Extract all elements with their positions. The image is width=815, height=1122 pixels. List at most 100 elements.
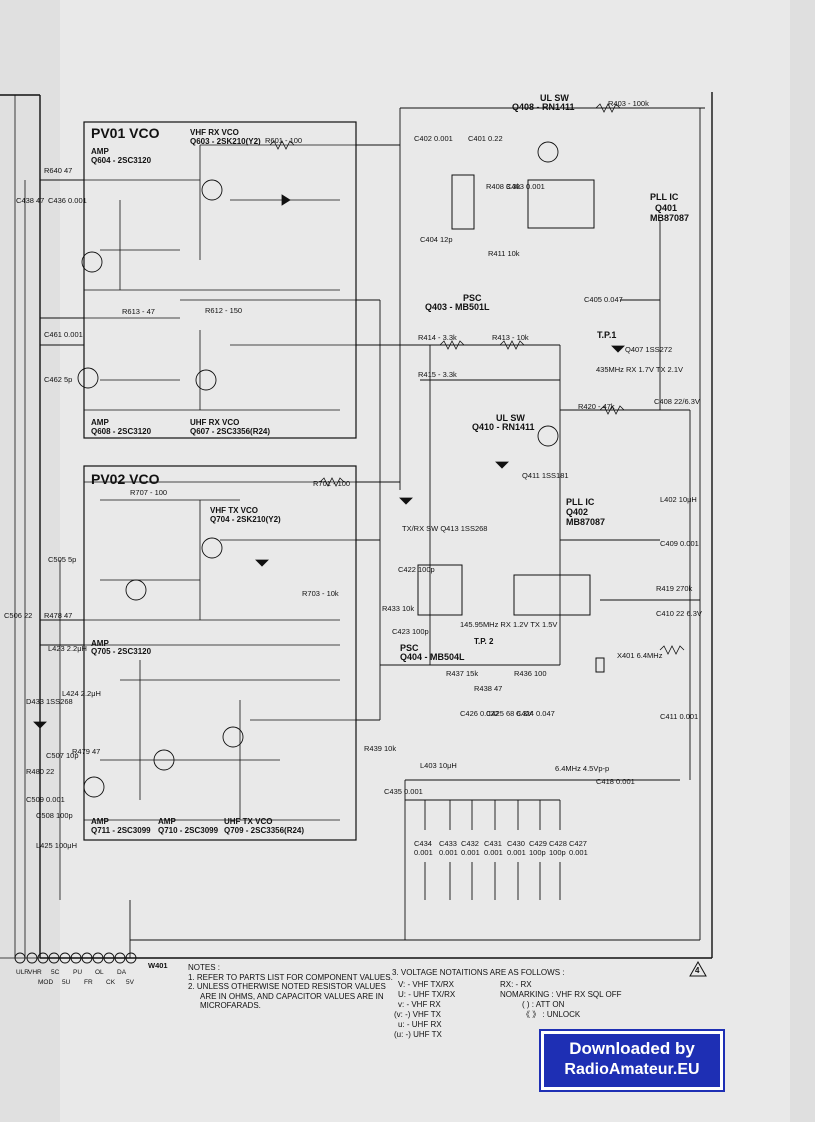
cap-c432-value: 0.001 bbox=[461, 848, 480, 857]
c403-label: C403 0.001 bbox=[506, 182, 545, 191]
q407-diode bbox=[611, 345, 625, 353]
q411-diode bbox=[495, 461, 509, 469]
q608-transistor bbox=[77, 367, 99, 389]
q604-part: Q604 - 2SC3120 bbox=[91, 156, 152, 165]
c405-label: C405 0.047 bbox=[584, 295, 623, 304]
r403-label: R403 - 100k bbox=[608, 99, 649, 108]
r419-resistor bbox=[659, 645, 685, 655]
q402-part: MB87087 bbox=[566, 517, 606, 527]
q710-transistor bbox=[153, 749, 175, 771]
badge-line-1: Downloaded by bbox=[569, 1039, 695, 1058]
r479-label: R479 47 bbox=[72, 747, 101, 756]
c423-label: C423 100p bbox=[392, 627, 429, 636]
q402-name: Q402 bbox=[566, 507, 589, 517]
pin-da: DA bbox=[117, 969, 127, 976]
q413-diode bbox=[399, 497, 413, 505]
cap-c427: C427 bbox=[569, 839, 587, 848]
d702-diode bbox=[255, 559, 269, 567]
c422-label: C422 100p bbox=[398, 565, 435, 574]
q410-part: Q410 - RN1411 bbox=[472, 422, 535, 432]
q704-label: VHF TX VCO bbox=[210, 506, 259, 515]
tp1-freq: 435MHz RX 1.7V TX 2.1V bbox=[596, 365, 683, 374]
q403-ic bbox=[451, 174, 475, 230]
w401-connector bbox=[14, 952, 137, 964]
q401-ic bbox=[527, 179, 595, 229]
r408-label: R408 3.3k bbox=[486, 182, 521, 191]
q408-title: UL SW bbox=[540, 93, 569, 103]
q709-label: UHF TX VCO bbox=[224, 817, 273, 826]
q704-transistor bbox=[201, 537, 223, 559]
x401-crystal bbox=[595, 657, 605, 673]
voltage-unlock: 《 》 : UNLOCK bbox=[522, 1009, 581, 1019]
q711-part: Q711 - 2SC3099 bbox=[91, 826, 151, 835]
voltage-nomark: NOMARKING : VHF RX SQL OFF bbox=[500, 989, 622, 999]
c461-label: C461 0.001 bbox=[44, 330, 83, 339]
q704-part: Q704 - 2SK210(Y2) bbox=[210, 515, 281, 524]
figure-marker bbox=[689, 960, 707, 977]
r613-label: R613 - 47 bbox=[122, 307, 155, 316]
l403-label: L403 10μH bbox=[420, 761, 457, 770]
c505-label: C505 5p bbox=[48, 555, 77, 564]
q401-part: MB87087 bbox=[650, 213, 690, 223]
pv02-title: PV02 VCO bbox=[91, 471, 160, 487]
tp1-label: T.P.1 bbox=[597, 330, 617, 340]
cap-c431-value: 0.001 bbox=[484, 848, 503, 857]
note-2a: 2. UNLESS OTHERWISE NOTED RESISTOR VALUE… bbox=[188, 982, 386, 992]
pv02-block bbox=[83, 465, 357, 841]
q607-transistor bbox=[195, 369, 217, 391]
c462-label: C462 5p bbox=[44, 375, 73, 384]
r411-label: R411 10k bbox=[488, 249, 520, 258]
c426-label: C426 0.022 bbox=[460, 709, 499, 718]
r413-resistor bbox=[499, 340, 525, 350]
c401-label: C401 0.22 bbox=[468, 134, 503, 143]
q603-label: VHF RX VCO bbox=[190, 128, 239, 137]
c408-label: C408 22/6.3V bbox=[654, 397, 700, 406]
q608-part: Q608 - 2SC3120 bbox=[91, 427, 152, 436]
cap-c428: C428 bbox=[549, 839, 567, 848]
r612-label: R612 - 150 bbox=[205, 306, 243, 315]
pin-5c: 5C bbox=[51, 969, 60, 976]
cap-c430: C430 bbox=[507, 839, 525, 848]
q403-title: PSC bbox=[463, 293, 482, 303]
cap-c433-value: 0.001 bbox=[439, 848, 458, 857]
cap-c431: C431 bbox=[484, 839, 502, 848]
note-2b: ARE IN OHMS, AND CAPACITOR VALUES ARE IN bbox=[200, 991, 384, 1001]
r436-label: R436 100 bbox=[514, 669, 547, 678]
q711-transistor bbox=[83, 776, 105, 798]
note-1: 1. REFER TO PARTS LIST FOR COMPONENT VAL… bbox=[188, 972, 393, 982]
d433-diode bbox=[33, 721, 47, 729]
r480-label: R480 22 bbox=[26, 767, 55, 776]
pin-ck: CK bbox=[106, 979, 116, 986]
q710-label: AMP bbox=[158, 817, 176, 826]
voltage-v-paren: (v: -) VHF TX bbox=[394, 1009, 441, 1019]
q705-label: AMP bbox=[91, 639, 109, 648]
q711-label: AMP bbox=[91, 817, 109, 826]
c425-label: C425 68 6.3V bbox=[486, 709, 532, 718]
c508-label: C508 100p bbox=[36, 811, 73, 820]
q401-title: PLL IC bbox=[650, 192, 679, 202]
voltage-att: ( ) : ATT ON bbox=[522, 999, 565, 1009]
q413-label: TX/RX SW Q413 1SS268 bbox=[402, 524, 488, 533]
c506-label: C506 22 bbox=[4, 611, 33, 620]
c411-label: C411 0.001 bbox=[660, 712, 699, 721]
voltage-rx: RX: - RX bbox=[500, 979, 532, 989]
cap-c429-value: 100p bbox=[529, 848, 546, 857]
voltage-title: 3. VOLTAGE NOTAITIONS ARE AS FOLLOWS : bbox=[392, 968, 565, 977]
pin-ulr: ULR bbox=[16, 969, 30, 976]
l402-label: L402 10μH bbox=[660, 495, 697, 504]
pin-pu: PU bbox=[73, 969, 83, 976]
r601-resistor bbox=[269, 140, 295, 150]
pin-fr: FR bbox=[84, 979, 93, 986]
voltage-v: V: - VHF TX/RX bbox=[398, 979, 455, 989]
q408-transistor bbox=[537, 141, 559, 163]
cap-c430-value: 0.001 bbox=[507, 848, 526, 857]
q604-transistor bbox=[81, 251, 103, 273]
q407-label: Q407 1SS272 bbox=[625, 345, 673, 354]
q410-title: UL SW bbox=[496, 413, 525, 423]
pv01-block bbox=[83, 121, 357, 439]
voltage-notations: 3. VOLTAGE NOTAITIONS ARE AS FOLLOWS : V… bbox=[392, 968, 622, 1039]
q710-part: Q710 - 2SC3099 bbox=[158, 826, 219, 835]
notes: NOTES : 1. REFER TO PARTS LIST FOR COMPO… bbox=[188, 963, 393, 1011]
q604-label: AMP bbox=[91, 147, 109, 156]
